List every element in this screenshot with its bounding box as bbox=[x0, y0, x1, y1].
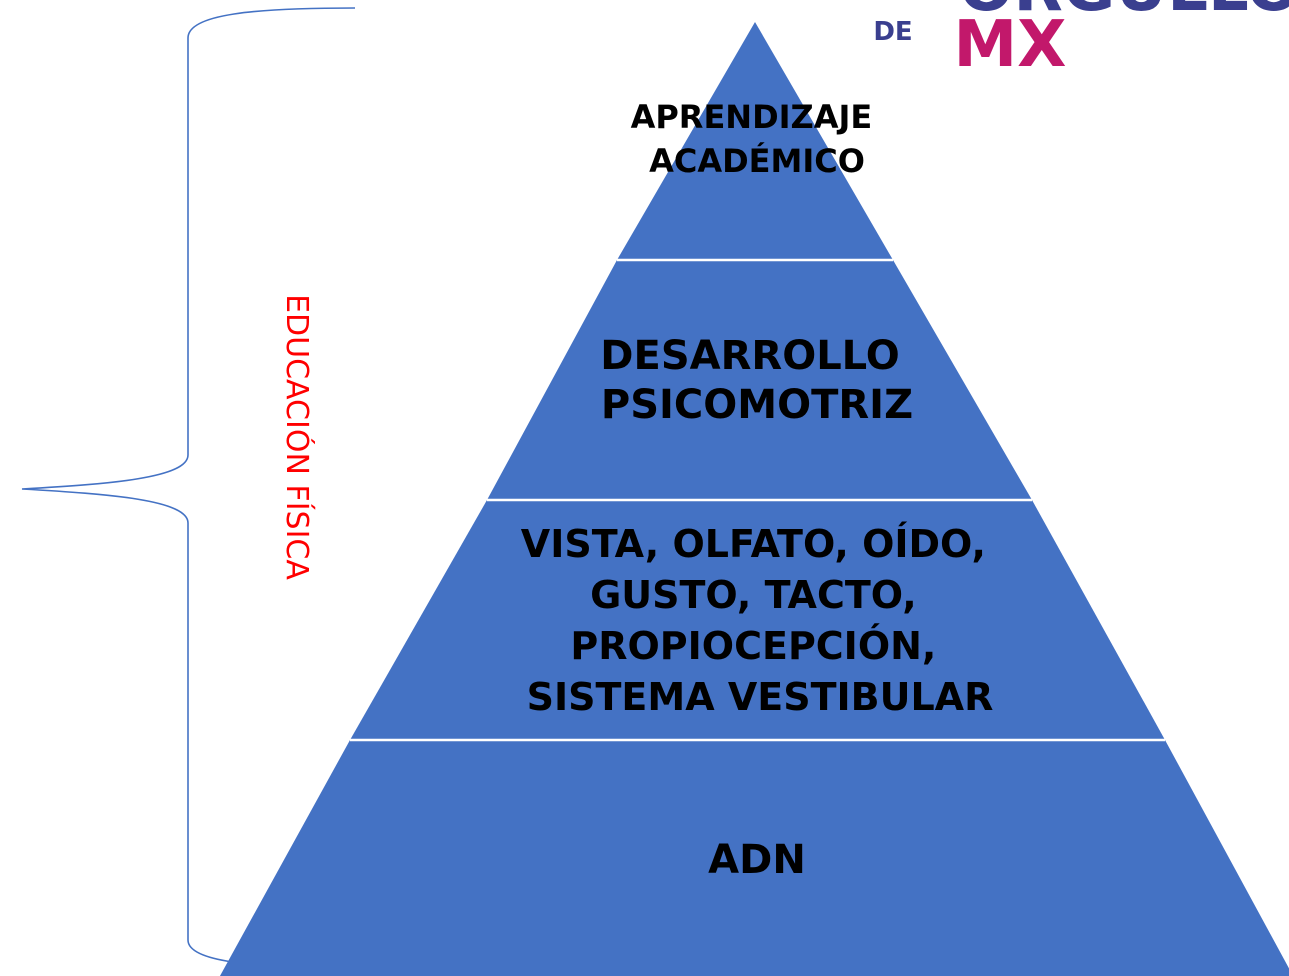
tier-label-line: VISTA, OLFATO, OÍDO, bbox=[521, 522, 986, 566]
tier-label-top: APRENDIZAJE ACADÉMICO bbox=[631, 98, 884, 180]
logo-big-text: MX bbox=[953, 8, 1066, 82]
pyramid bbox=[219, 22, 1289, 976]
tier-label-line: PROPIOCEPCIÓN, bbox=[570, 624, 936, 668]
logo-small-text: DE bbox=[873, 17, 912, 47]
tier-label-line: GUSTO, TACTO, bbox=[590, 573, 917, 617]
tier-label-line: ACADÉMICO bbox=[649, 142, 865, 180]
brace-label: EDUCACIÓN FÍSICA bbox=[279, 294, 316, 580]
curly-brace bbox=[21, 7, 356, 969]
tier-label-line: PSICOMOTRIZ bbox=[601, 382, 913, 428]
tier-label-line: ADN bbox=[708, 837, 806, 883]
tier-label-line: APRENDIZAJE bbox=[631, 98, 873, 136]
pyramid-tier-3 bbox=[350, 500, 1165, 740]
logo: ORGULLO DE MX bbox=[873, 0, 1289, 82]
tier-label-2: DESARROLLO PSICOMOTRIZ bbox=[600, 333, 913, 428]
logo-top-text: ORGULLO bbox=[959, 0, 1289, 26]
pyramid-tier-top bbox=[617, 22, 893, 260]
tier-label-3: VISTA, OLFATO, OÍDO, GUSTO, TACTO, PROPI… bbox=[521, 522, 999, 719]
pyramid-tier-bottom bbox=[219, 740, 1289, 976]
tier-label-line: DESARROLLO bbox=[600, 333, 899, 379]
tier-label-line: SISTEMA VESTIBULAR bbox=[527, 675, 994, 719]
pyramid-tier-2 bbox=[487, 260, 1032, 500]
tier-label-bottom: ADN bbox=[708, 837, 806, 883]
